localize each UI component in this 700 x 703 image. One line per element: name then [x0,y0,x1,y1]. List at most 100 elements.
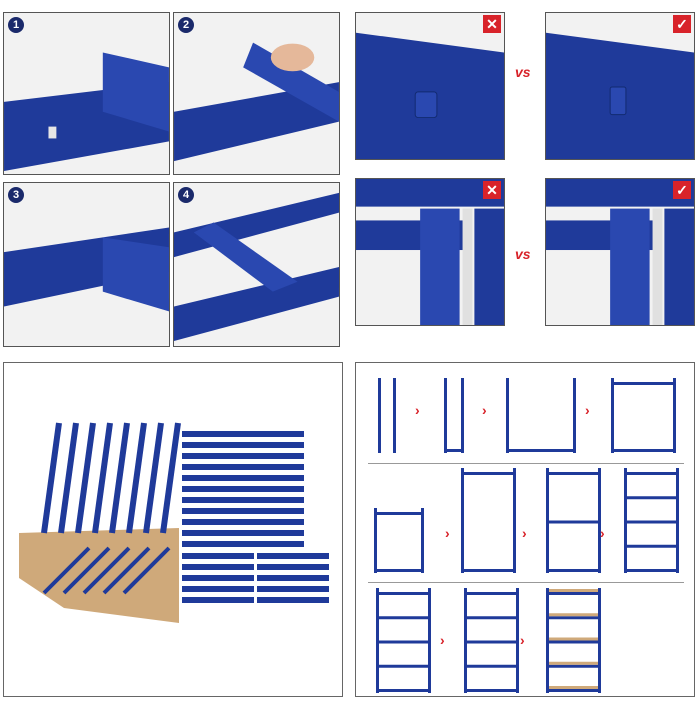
long-beam [182,453,304,459]
shelf-beam [624,472,679,475]
beam-on-board [42,546,91,595]
long-beam [182,508,304,514]
right-example-top: ✓ [545,12,695,160]
shelf-upright [444,378,447,453]
shelf-beam [611,449,676,452]
shelf-beam [546,689,601,692]
step-number: 2 [178,17,194,33]
shelf-beam [461,472,516,475]
upright-post [109,422,130,534]
shelf-beam [506,449,576,452]
shelf-beam [464,664,519,668]
arrow-icon: › [415,402,420,418]
upright-post [92,422,113,534]
shelf-upright [374,508,377,573]
shelf-upright [573,378,576,453]
divider [368,463,684,464]
shelf-beam [611,382,676,385]
beam-on-board [122,546,171,595]
step-number: 3 [8,187,24,203]
shelf-beam [624,569,679,572]
arrow-icon: › [520,632,525,648]
beam-on-board [102,546,151,595]
upright-post [126,422,147,534]
long-beam [182,486,304,492]
shelf-beam [376,664,431,668]
step-1-panel: 1 [3,12,170,175]
upright-post [41,422,62,534]
shelf-beam [546,616,601,620]
shelf-upright [673,378,676,453]
shelf-board [549,589,598,592]
short-beam [257,553,329,559]
shelf-beam [464,616,519,620]
arrow-icon: › [600,525,605,541]
wrong-example-top: ✕ [355,12,505,160]
shelf-beam [444,449,464,452]
step-2-panel: 2 [173,12,340,175]
long-beam [182,431,304,437]
shelf-beam [376,616,431,620]
upright-post [58,422,79,534]
step-4-panel: 4 [173,182,340,347]
long-beam [182,475,304,481]
shelf-beam [374,512,424,515]
short-beam [182,597,254,603]
shelf-upright [393,378,396,453]
step-number: 4 [178,187,194,203]
short-beam [257,564,329,570]
vs-label: vs [515,64,531,80]
shelf-upright [461,468,464,573]
upright-post [75,422,96,534]
shelf-beam [461,569,516,572]
right-example-bottom: ✓ [545,178,695,326]
beam-on-board [82,546,131,595]
wrong-example-bottom: ✕ [355,178,505,326]
shelf-board [549,613,598,617]
arrow-icon: › [440,632,445,648]
shelf-beam [546,592,601,595]
step-number: 1 [8,17,24,33]
shelf-upright [513,468,516,573]
long-beam [182,497,304,503]
shelf-beam [624,544,679,548]
shelf-beam [546,472,601,475]
shelf-upright [378,378,381,453]
assembly-sequence [355,362,695,697]
shelf-beam [376,640,431,644]
check-mark-icon: ✓ [673,15,691,33]
short-beam [257,586,329,592]
vs-label: vs [515,246,531,262]
shelf-upright [461,378,464,453]
x-mark-icon: ✕ [483,181,501,199]
shelf-beam [376,689,431,692]
beam-on-board [62,546,111,595]
arrow-icon: › [522,525,527,541]
upright-post [143,422,164,534]
parts-overview [3,362,343,697]
shelf-beam [464,640,519,644]
shelf-board [549,661,598,665]
long-beam [182,442,304,448]
divider [368,582,684,583]
long-beam [182,519,304,525]
long-beam [182,464,304,470]
shelf-beam [546,640,601,644]
shelf-beam [624,520,679,524]
shelf-board [549,686,598,689]
arrow-icon: › [585,402,590,418]
shelf-upright [611,378,614,453]
short-beam [257,575,329,581]
upright-post [160,422,181,534]
shelf-beam [624,496,679,500]
check-mark-icon: ✓ [673,181,691,199]
shelf-beam [546,569,601,572]
short-beam [182,586,254,592]
arrow-icon: › [482,402,487,418]
long-beam [182,541,304,547]
short-beam [182,553,254,559]
x-mark-icon: ✕ [483,15,501,33]
arrow-icon: › [445,525,450,541]
step-3-panel: 3 [3,182,170,347]
long-beam [182,530,304,536]
